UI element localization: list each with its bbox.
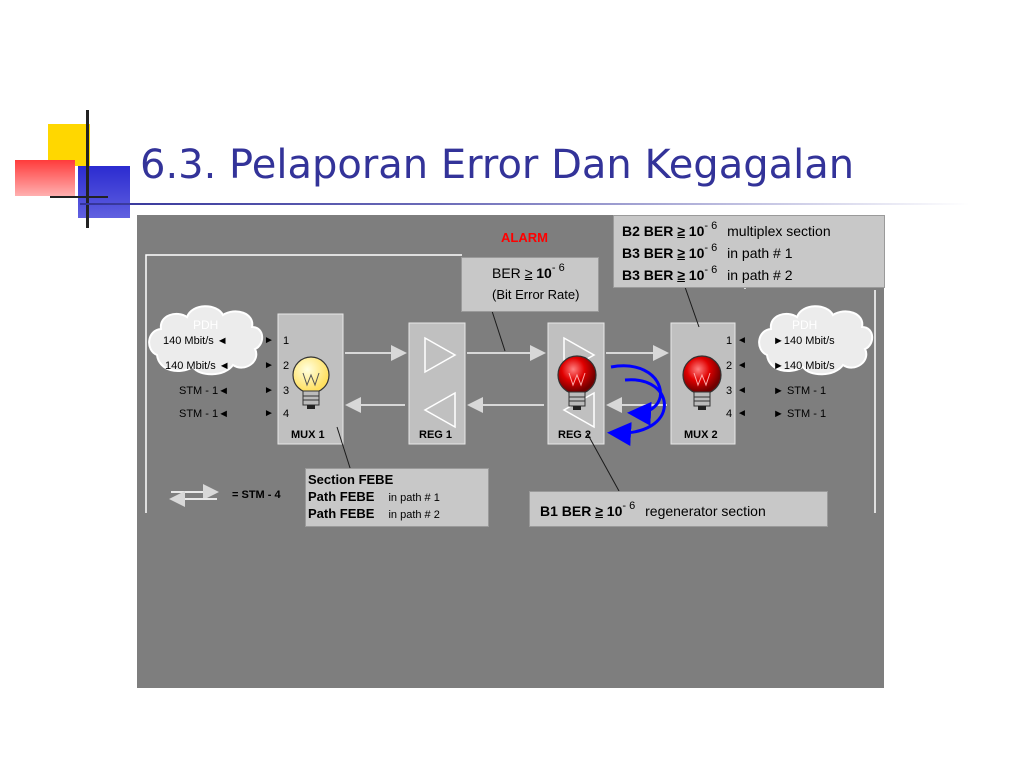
mux1-port-3: 3	[283, 385, 290, 397]
ber-callout-exponent: - 6	[551, 262, 565, 274]
left-port-2-label: 140 Mbit/s ◄	[165, 360, 230, 372]
multiplex-row-1: B2 BER ≥ 10- 6 multiplex section	[622, 220, 831, 239]
red-bulb-reg2-icon	[557, 355, 597, 410]
ber-callout-value: 10	[532, 265, 552, 281]
ber-callout-desc: (Bit Error Rate)	[492, 287, 580, 302]
mux1-port-2-arrow: ►	[264, 360, 274, 371]
mux1-port-1: 1	[283, 335, 290, 347]
signal-arrows	[345, 345, 669, 413]
left-cloud	[148, 305, 264, 376]
multiplex-callout: B2 BER ≥ 10- 6 multiplex section B3 BER …	[613, 215, 885, 288]
mux2-port-4-arrow: ◄	[737, 408, 747, 419]
right-port-3-label: ► STM - 1	[773, 385, 827, 397]
right-port-4-label: ► STM - 1	[773, 408, 827, 420]
reg1-box	[408, 322, 466, 445]
mux2-label: MUX 2	[684, 429, 718, 441]
mux1-port-4: 4	[283, 408, 290, 420]
reg1-triangles	[423, 336, 457, 429]
legend-arrows	[169, 484, 219, 507]
mux1-port-3-arrow: ►	[264, 385, 274, 396]
mux2-port-2-arrow: ◄	[737, 360, 747, 371]
mux2-port-1-arrow: ◄	[737, 335, 747, 346]
legend-label: = STM - 4	[232, 489, 281, 501]
mux2-port-3-arrow: ◄	[737, 385, 747, 396]
mux2-port-3: 3	[726, 385, 733, 397]
right-port-2-label: ►140 Mbit/s	[773, 360, 835, 372]
diagram-graphics	[145, 254, 876, 513]
ber-callout-label: BER	[492, 265, 525, 281]
red-bulb-mux2-icon	[682, 355, 722, 410]
corner-horizontal-line	[50, 196, 108, 198]
title-underline	[80, 203, 970, 205]
febe-row-1: Section FEBE	[308, 472, 394, 487]
diagram-panel: ALARM BER ≥ 10- 6 (Bit Error Rate) B2 BE…	[137, 215, 885, 688]
mux1-port-4-arrow: ►	[264, 408, 274, 419]
alarm-label: ALARM	[501, 230, 548, 245]
right-cloud-label: PDH	[792, 318, 818, 332]
multiplex-row-3: B3 BER ≥ 10- 6 in path # 2	[622, 264, 793, 283]
corner-red-square	[15, 160, 75, 196]
mux2-port-4: 4	[726, 408, 733, 420]
callout-pointers	[336, 286, 700, 492]
corner-vertical-line	[86, 110, 89, 228]
left-port-3-label: STM - 1◄	[179, 385, 229, 397]
ber-callout: BER ≥ 10- 6 (Bit Error Rate)	[461, 257, 599, 312]
mux2-port-2: 2	[726, 360, 733, 372]
corner-yellow-square	[48, 124, 90, 166]
slide-title: 6.3. Pelaporan Error Dan Kegagalan	[140, 142, 855, 188]
multiplex-row-2: B3 BER ≥ 10- 6 in path # 1	[622, 242, 793, 261]
loop-arrows	[607, 364, 666, 447]
left-port-1-label: 140 Mbit/s ◄	[163, 335, 228, 347]
right-port-1-label: ►140 Mbit/s	[773, 335, 835, 347]
reg1-label: REG 1	[419, 429, 453, 441]
mux1-port-1-arrow: ►	[264, 335, 274, 346]
ber-callout-ge: ≥	[524, 265, 533, 281]
b1-row: B1 BER ≥ 10- 6 regenerator section	[540, 500, 766, 519]
mux1-label: MUX 1	[291, 429, 325, 441]
left-port-4-label: STM - 1◄	[179, 408, 229, 420]
b1-callout: B1 BER ≥ 10- 6 regenerator section	[529, 491, 828, 527]
mux1-port-2: 2	[283, 360, 290, 372]
yellow-bulb-icon	[292, 356, 330, 409]
reg2-label: REG 2	[558, 429, 592, 441]
mux2-port-1: 1	[726, 335, 733, 347]
right-cloud	[758, 305, 874, 376]
left-cloud-label: PDH	[193, 318, 219, 332]
